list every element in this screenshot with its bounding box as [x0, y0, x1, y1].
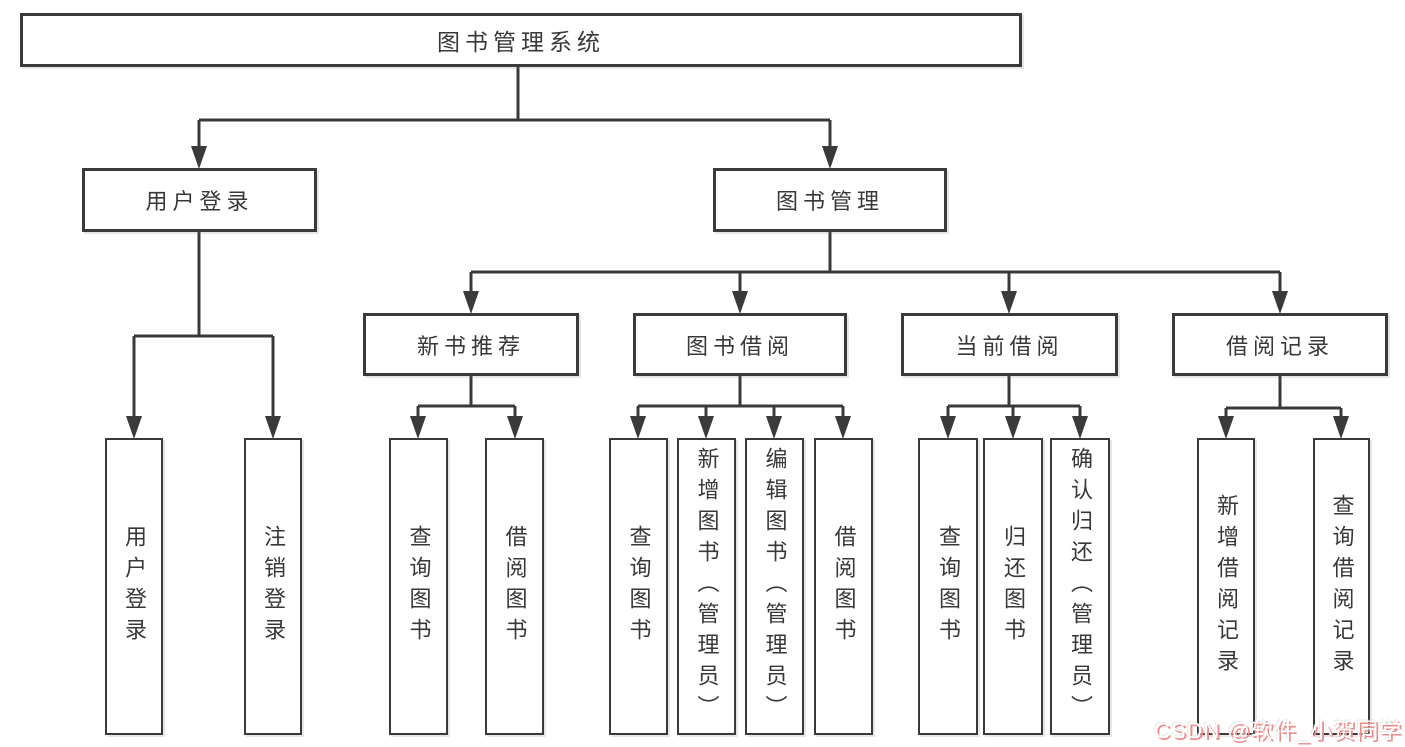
node-library-system: 图书管理系统 — [20, 13, 1022, 67]
node-label: 查询借阅记录 — [1329, 493, 1355, 680]
leaf-user-login: 用户登录 — [105, 438, 163, 735]
node-label: 图书管理系统 — [437, 29, 605, 55]
node-label: 用户登录 — [122, 524, 147, 649]
node-book-management: 图书管理 — [713, 168, 947, 232]
leaf-br-add-record: 新增借阅记录 — [1197, 438, 1255, 735]
node-label: 用户登录 — [145, 189, 254, 214]
node-user-login: 用户登录 — [82, 168, 317, 232]
node-current-borrowing: 当前借阅 — [901, 313, 1118, 376]
arrowhead-icons — [126, 146, 1349, 439]
leaf-cb-return-books: 归还图书 — [983, 438, 1043, 735]
node-new-book-recommend: 新书推荐 — [363, 313, 579, 376]
leaf-br-query-record: 查询借阅记录 — [1313, 438, 1370, 735]
node-borrowing-records: 借阅记录 — [1172, 313, 1388, 376]
leaf-cb-query-books: 查询图书 — [918, 438, 978, 735]
leaf-bb-borrow-books: 借阅图书 — [814, 438, 873, 735]
node-label: 查询图书 — [936, 524, 961, 649]
leaf-logout: 注销登录 — [244, 438, 302, 735]
node-label: 注销登录 — [261, 524, 286, 649]
node-label: 新书推荐 — [416, 333, 525, 359]
node-label: 查询图书 — [406, 524, 432, 649]
node-label: 新增借阅记录 — [1214, 493, 1239, 680]
node-book-borrowing: 图书借阅 — [633, 313, 847, 376]
node-label: 新增图书（管理员） — [694, 447, 720, 726]
leaf-bb-edit-books-admin: 编辑图书（管理员） — [745, 438, 804, 735]
leaf-bb-add-books-admin: 新增图书（管理员） — [677, 438, 736, 735]
leaf-bb-query-books: 查询图书 — [609, 438, 668, 735]
node-label: 借阅图书 — [502, 524, 528, 649]
node-label: 当前借阅 — [955, 333, 1064, 359]
leaf-rec-borrow-books: 借阅图书 — [485, 438, 544, 735]
node-label: 借阅图书 — [831, 524, 857, 649]
node-label: 借阅记录 — [1225, 333, 1334, 359]
leaf-rec-query-books: 查询图书 — [389, 438, 448, 735]
node-label: 归还图书 — [1001, 524, 1026, 649]
node-label: 编辑图书（管理员） — [762, 447, 788, 726]
node-label: 查询图书 — [626, 524, 652, 649]
node-label: 图书管理 — [775, 189, 884, 214]
csdn-watermark: CSDN @软件_小贺同学 — [1153, 718, 1402, 743]
node-label: 图书借阅 — [685, 333, 794, 359]
leaf-cb-confirm-return-admin: 确认归还（管理员） — [1050, 438, 1110, 735]
node-label: 确认归还（管理员） — [1068, 447, 1093, 726]
